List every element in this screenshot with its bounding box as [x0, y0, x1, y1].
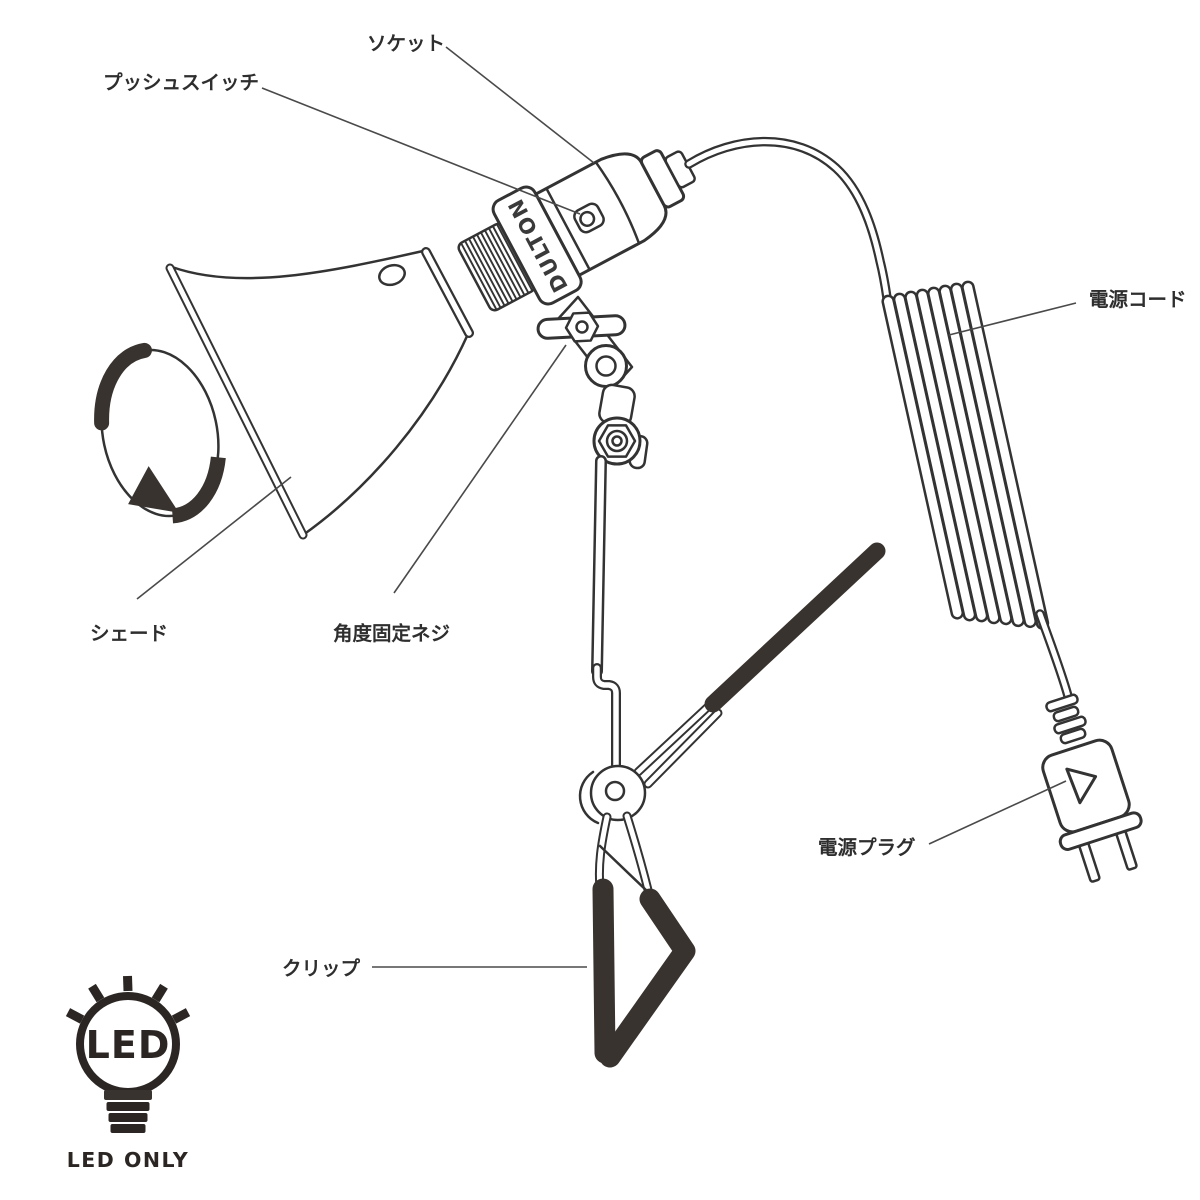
power-cord [684, 136, 1073, 701]
strain-relief [1045, 693, 1087, 745]
led-only-icon: LED LED ONLY [65, 975, 191, 1172]
led-text: LED [86, 1023, 171, 1067]
plug-triangle-hole [1065, 767, 1098, 805]
label-shade: シェード [90, 622, 168, 645]
leader-socket [445, 46, 595, 164]
clip-spring [578, 764, 647, 825]
clip-assembly [578, 455, 886, 1068]
leader-shade [136, 476, 292, 600]
leader-power-cord [948, 302, 1077, 336]
wing-nut [536, 311, 627, 343]
clip-handle-grip [704, 542, 886, 713]
plug-base [1058, 811, 1143, 851]
shade-part [165, 247, 474, 540]
leader-power-plug [928, 780, 1067, 845]
label-power-cord: 電源コード [1089, 288, 1187, 311]
mount-hardware [536, 295, 649, 470]
led-only-caption: LED ONLY [67, 1148, 190, 1172]
label-socket: ソケット [367, 32, 445, 55]
clip-tip-right [599, 888, 696, 1068]
led-rays [65, 975, 191, 1024]
cord-coil [881, 280, 1050, 630]
clip-tip-left [592, 878, 616, 1064]
led-bulb-icon: LED [65, 975, 191, 1133]
push-switch-part [573, 202, 605, 234]
swivel-joint [584, 344, 628, 388]
label-angle-screw: 角度固定ネジ [333, 622, 450, 645]
rotation-arrow-icon [94, 342, 226, 524]
label-power-plug: 電源プラグ [818, 836, 916, 859]
adjust-knob [592, 416, 642, 466]
leader-push-switch [261, 87, 581, 215]
label-clip: クリップ [282, 957, 361, 980]
leader-angle-screw [393, 344, 567, 594]
shade-mount-hole [378, 263, 406, 287]
label-push-switch: プッシュスイッチ [103, 71, 259, 94]
power-plug [1041, 693, 1143, 883]
